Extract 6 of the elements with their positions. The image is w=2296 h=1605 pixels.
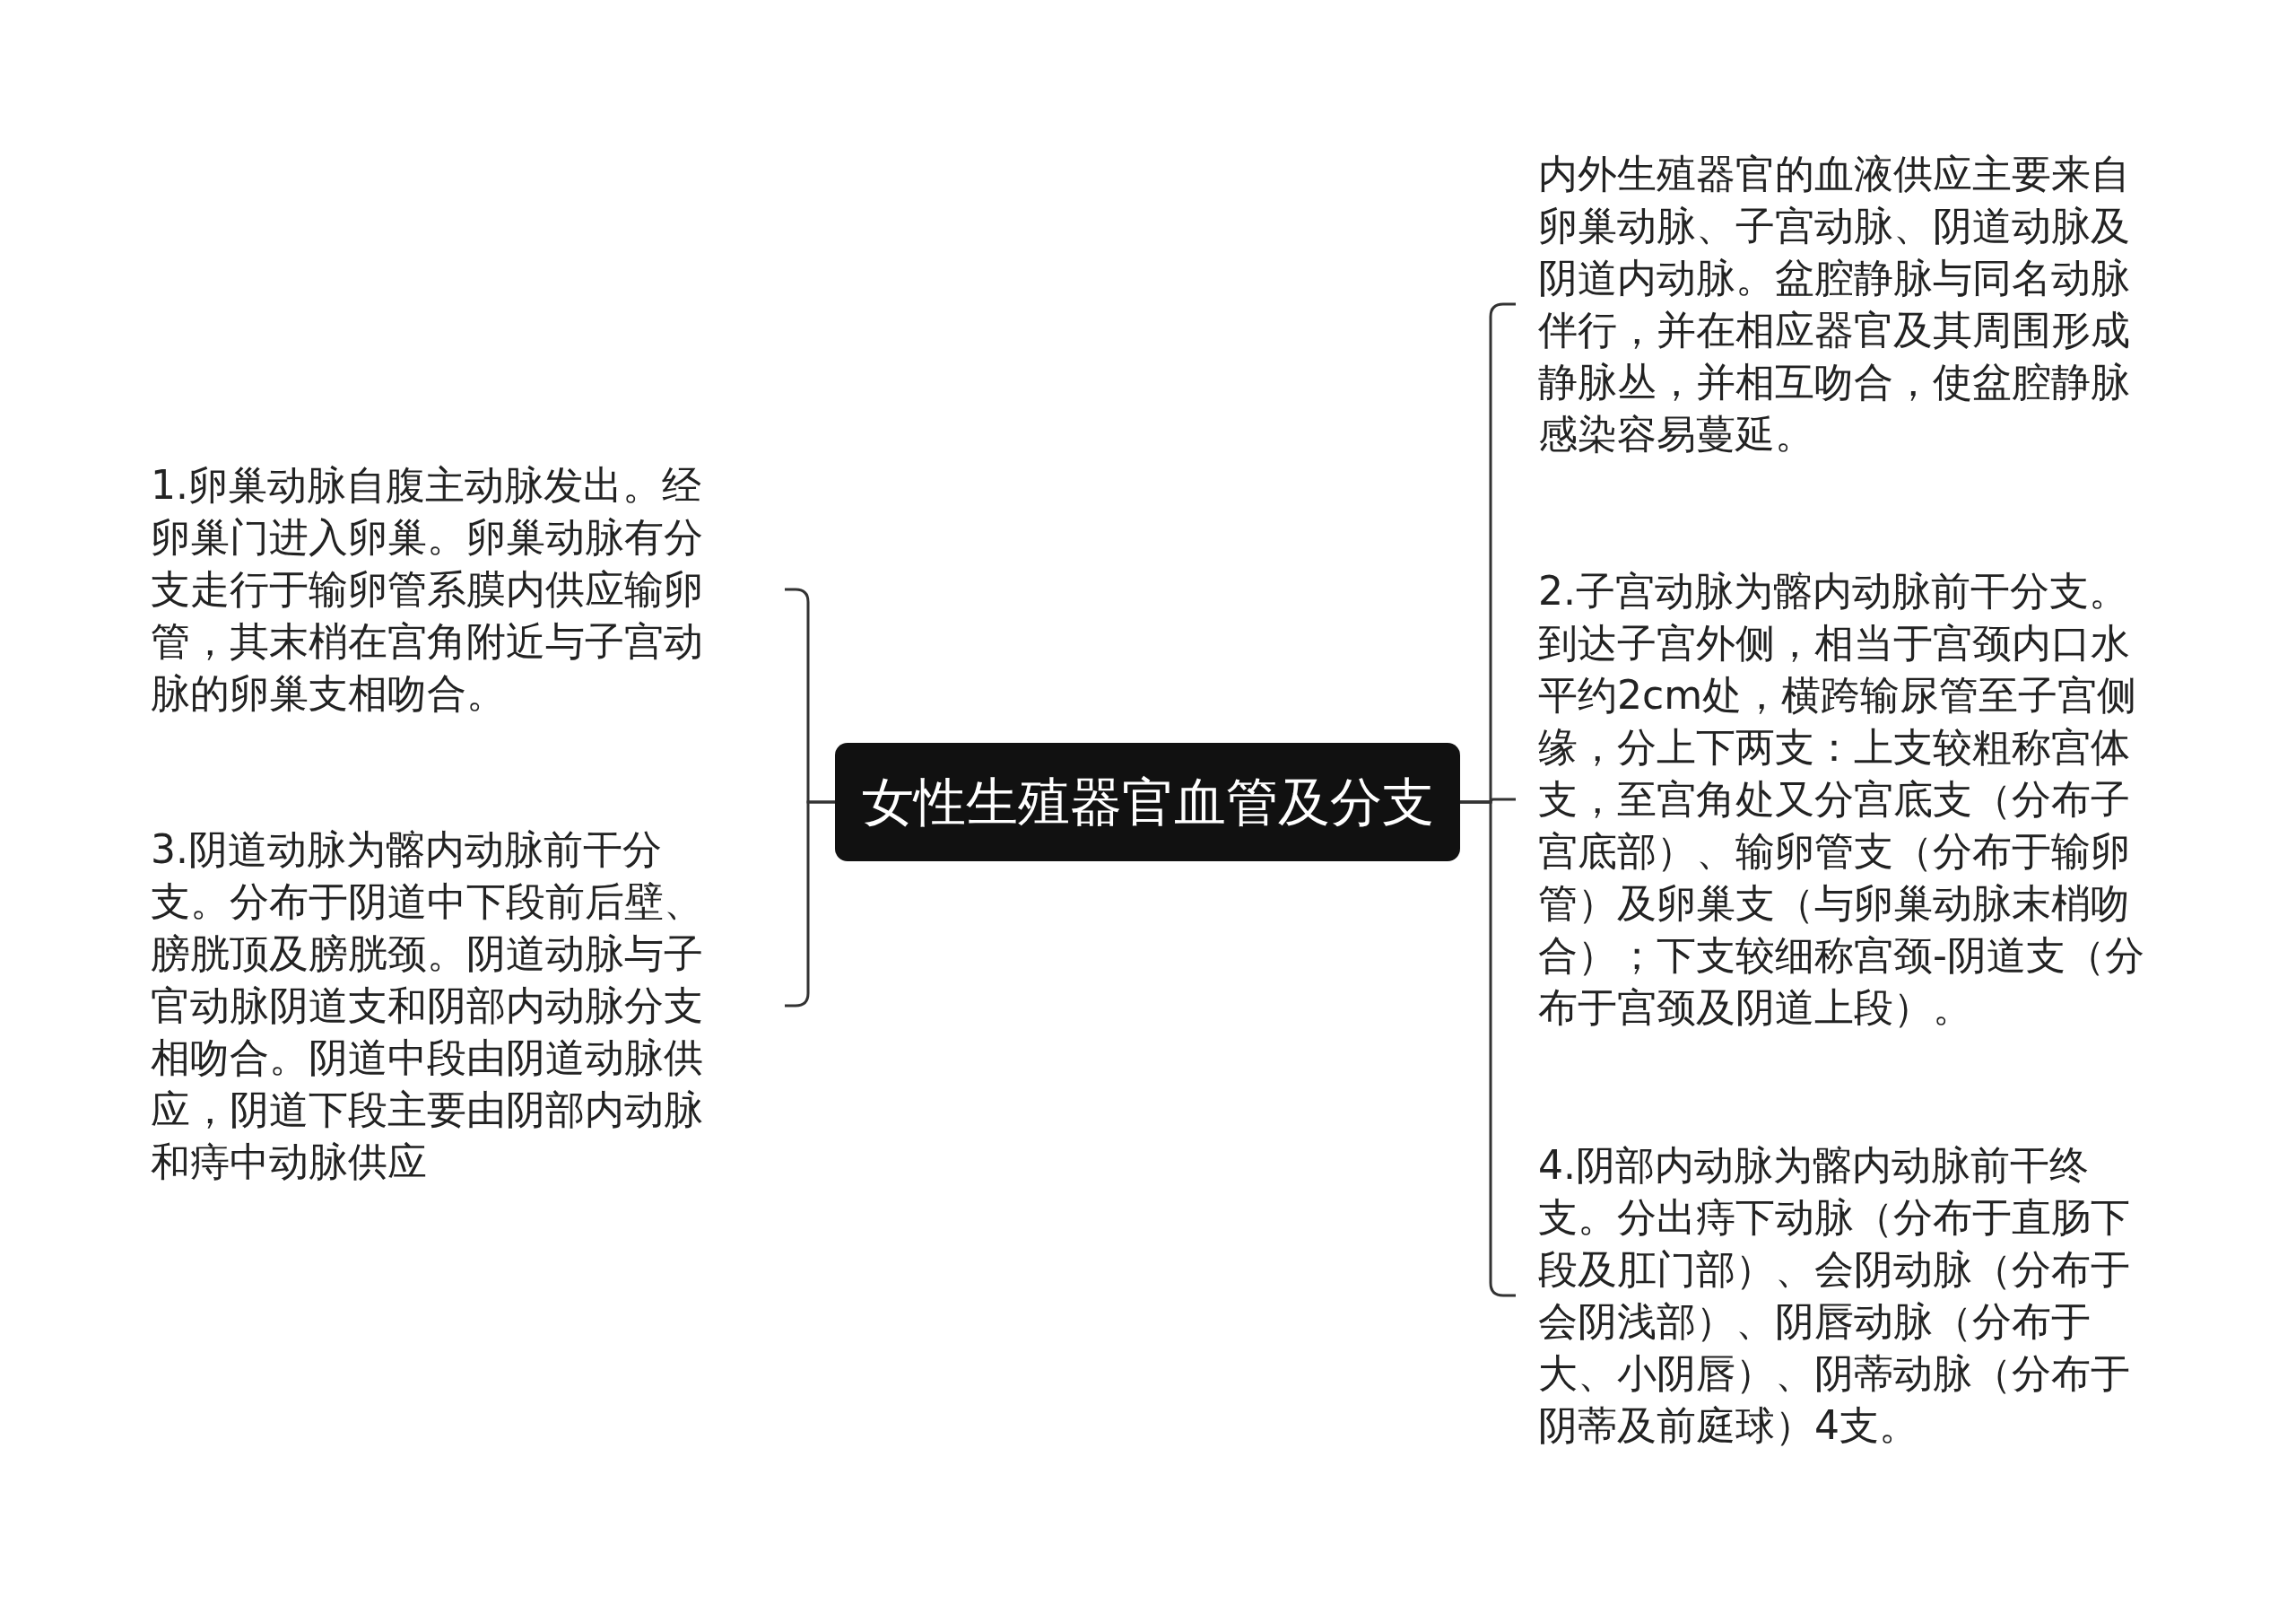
topic-box: 女性生殖器官血管及分支 — [835, 743, 1460, 861]
branch-text: 内外生殖器官的血液供应主要来自卵巢动脉、子宫动脉、阴道动脉及阴道内动脉。盆腔静脉与同名动脉伴行，并在相应器官及其周围形成静脉丛，并相互吻合，使盆腔静脉感染容易蔓延。 — [1538, 150, 2131, 458]
branch-text: 3.阴道动脉为髂内动脉前干分支。分布于阴道中下段前后壁、膀胱顶及膀胱颈。阴道动脉与子官动脉阴道支和阴部内动脉分支相吻合。阴道中段由阴道动脉供应，阴道下段主要由阴部内动脉和痔中动脉供应 — [151, 825, 704, 1186]
branch-text: 2.子宫动脉为髂内动脉前干分支。到达子宫外侧，相当于宫颈内口水平约2cm处，横跨输尿管至子宫侧缘，分上下两支：上支较粗称宫体支，至宫角处又分宫底支（分布子宫底部）、输卵管支（分布于输卵管）及卵巢支（与卵巢动脉末梢吻合）；下支较细称宫颈-阴道支（分布于宫颈及阴道上段）。 — [1538, 567, 2145, 1032]
branch-text: 4.阴部内动脉为髂内动脉前干终支。分出痔下动脉（分布于直肠下段及肛门部）、会阴动脉（分布于会阴浅部）、阴唇动脉（分布于大、小阴唇）、阴蒂动脉（分布于阴蒂及前庭球）4支。 — [1538, 1141, 2131, 1450]
branch-text: 1.卵巢动脉自腹主动脉发出。经卵巢门进入卵巢。卵巢动脉有分支走行于输卵管系膜内供应输卵管，其末梢在宫角附近与子宫动脉的卵巢支相吻合。 — [151, 461, 704, 718]
